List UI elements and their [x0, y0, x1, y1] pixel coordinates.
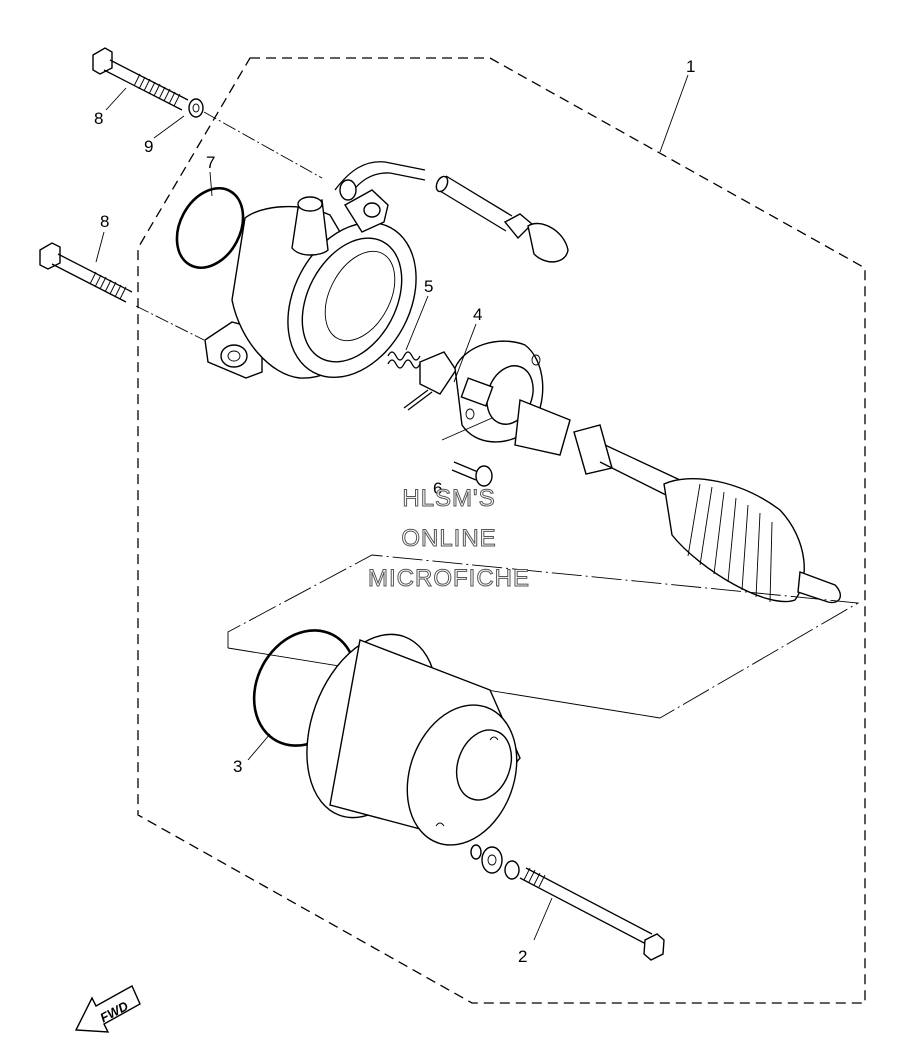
washer-9 [188, 98, 204, 118]
spring-5 [387, 351, 421, 369]
callout-4: 4 [473, 305, 482, 324]
front-cover [204, 161, 426, 379]
rear-washers [470, 844, 520, 880]
armature [573, 424, 842, 604]
callout-8-upper: 8 [94, 109, 103, 128]
watermark-line-2: ONLINE [401, 525, 496, 552]
screw-6 [451, 461, 493, 487]
bolt-upper [92, 47, 189, 111]
callout-6: 6 [433, 479, 442, 498]
callout-1: 1 [686, 57, 695, 76]
brush-4 [403, 351, 457, 411]
watermark-line-1: HLSM'S [402, 485, 495, 512]
lead-wire [435, 175, 569, 263]
through-bolt-2 [519, 867, 665, 961]
callout-3: 3 [233, 757, 242, 776]
yoke [306, 633, 521, 846]
brush-holder [454, 340, 571, 456]
callout-7: 7 [206, 153, 215, 172]
callout-8-lower: 8 [100, 212, 109, 231]
callout-5: 5 [424, 277, 433, 296]
callout-2: 2 [518, 947, 527, 966]
bolt-lower [39, 242, 133, 303]
assembly-boundary [137, 57, 866, 1004]
fwd-direction-badge: FWD [74, 985, 141, 1033]
callout-9: 9 [144, 137, 153, 156]
watermark-line-3: MICROFICHE [368, 565, 530, 592]
o-ring-7 [175, 187, 245, 269]
